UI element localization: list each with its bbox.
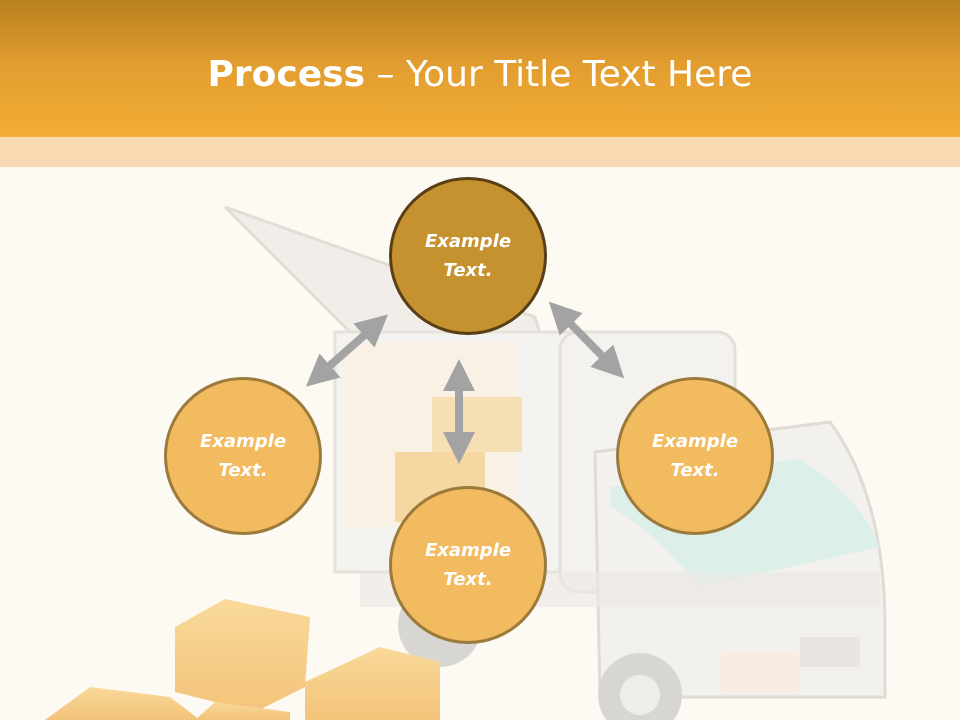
process-node-bottom[interactable]: Example Text. xyxy=(389,486,547,644)
arrow-top-left xyxy=(305,314,389,387)
title-bar xyxy=(0,0,960,137)
arrow-top-right xyxy=(548,301,625,379)
node-left-line2: Text. xyxy=(218,460,268,481)
node-right-line1: Example xyxy=(651,431,739,452)
accent-band xyxy=(0,137,960,167)
process-node-right[interactable]: Example Text. xyxy=(616,377,774,535)
process-node-left[interactable]: Example Text. xyxy=(164,377,322,535)
process-node-top[interactable]: Example Text. xyxy=(389,177,547,335)
title-bold: Process xyxy=(207,54,366,95)
slide-title[interactable]: Process – Your Title Text Here xyxy=(0,52,960,98)
title-rest: – Your Title Text Here xyxy=(365,54,753,95)
node-left-line1: Example xyxy=(199,431,287,452)
node-top-line2: Text. xyxy=(443,260,493,281)
node-bottom-line1: Example xyxy=(424,540,512,561)
node-right-line2: Text. xyxy=(670,460,720,481)
node-bottom-line2: Text. xyxy=(443,569,493,590)
node-top-line1: Example xyxy=(424,231,512,252)
